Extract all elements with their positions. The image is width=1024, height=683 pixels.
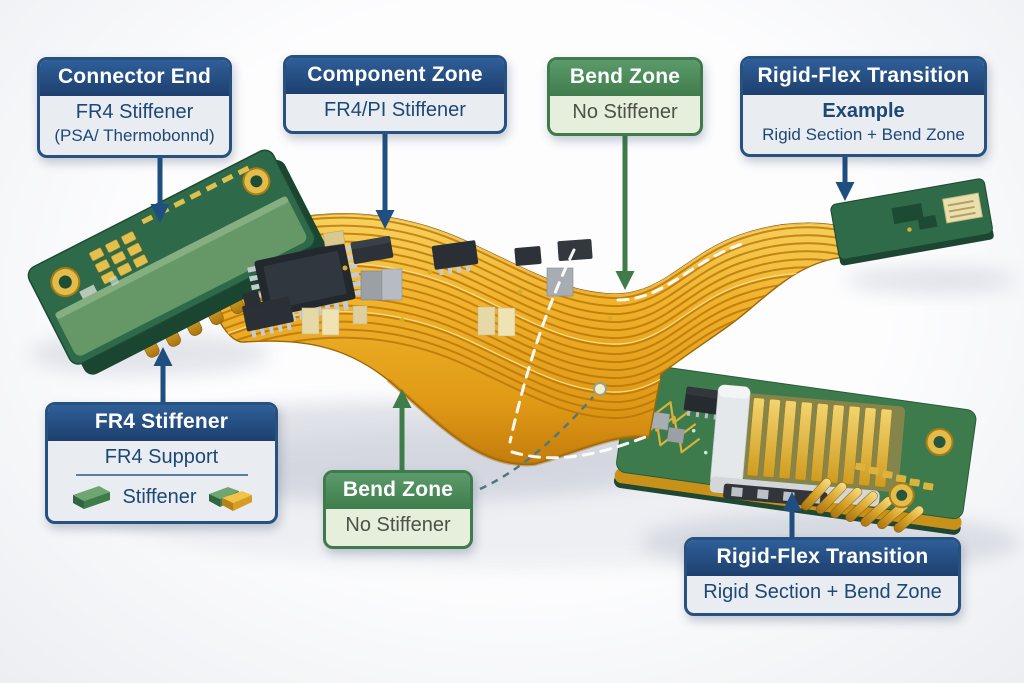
tan-component: [322, 230, 346, 247]
gold-pads-row: [854, 462, 934, 491]
capacitor-pair: [360, 268, 403, 301]
gold-dots: [342, 265, 613, 323]
legend-label: Stiffener: [122, 485, 197, 508]
bend-zone-point: [593, 382, 607, 396]
callout-bend-zone-bottom: Bend Zone No Stiffener: [323, 470, 473, 549]
capacitor: [666, 427, 685, 444]
callout-title: FR4 Stiffener: [48, 405, 275, 441]
soic-chip: [431, 240, 479, 276]
tan-component-pair: [301, 307, 340, 336]
callout-subtitle: No Stiffener: [345, 514, 451, 536]
stiffener-green-icon: [73, 486, 111, 509]
gold-pad-row: [141, 165, 250, 225]
callout-connector-end: Connector End FR4 Stiffener (PSA/ Thermo…: [37, 57, 232, 158]
left-rigid-board: [27, 149, 328, 375]
callout-subtitle: FR4 Support: [104, 446, 219, 468]
soic-chip: [350, 236, 394, 264]
callout-title: Bend Zone: [550, 60, 700, 96]
callout-rigid-flex-example: Rigid-Flex Transition Example Rigid Sect…: [740, 56, 987, 157]
gold-pad-grid: [89, 231, 149, 285]
mounting-hole: [50, 167, 271, 298]
flex-tail-board: [830, 178, 994, 266]
legend-divider: [75, 474, 248, 476]
callout-rigid-flex-transition: Rigid-Flex Transition Rigid Section + Be…: [684, 537, 961, 616]
callout-subtitle: Example: [822, 100, 905, 122]
tan-component-pair: [477, 306, 516, 337]
callout-fr4-stiffener-legend: FR4 Stiffener FR4 Support Stiffener: [45, 402, 278, 524]
callout-bend-zone-top: Bend Zone No Stiffener: [547, 57, 703, 136]
callout-title: Rigid-Flex Transition: [743, 59, 984, 95]
callout-subtitle: Rigid Section + Bend Zone: [703, 581, 942, 603]
mounting-hole: [888, 428, 954, 509]
callout-title: Bend Zone: [326, 473, 470, 509]
callout-note: Rigid Section + Bend Zone: [762, 125, 965, 144]
fr4-stiffener-strip: [56, 197, 307, 356]
bend-zone-markers: [508, 242, 744, 460]
callout-note: (PSA/ Thermobonnd): [54, 126, 215, 145]
callout-component-zone: Component Zone FR4/PI Stiffener: [283, 55, 507, 134]
flex-components: [242, 230, 613, 338]
small-chip: [242, 290, 262, 310]
bend-zone-leader: [479, 396, 594, 491]
callout-subtitle: FR4/PI Stiffener: [324, 99, 466, 121]
callout-title: Component Zone: [286, 58, 504, 94]
stiffener-gold-icon: [208, 487, 252, 511]
callout-title: Rigid-Flex Transition: [687, 540, 958, 576]
callout-subtitle: FR4 Stiffener: [75, 101, 194, 123]
small-chip: [514, 246, 542, 266]
callout-subtitle: No Stiffener: [572, 101, 678, 123]
callout-title: Connector End: [40, 60, 229, 96]
tan-component: [352, 305, 368, 325]
